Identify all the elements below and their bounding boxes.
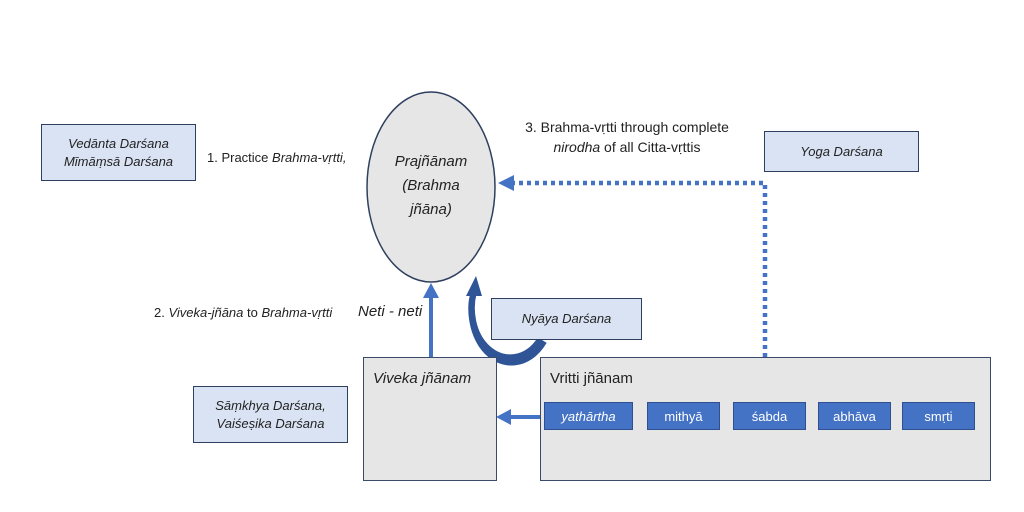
path2-middle: to (243, 305, 262, 320)
vritti-item-label: yathārtha (561, 408, 616, 424)
vritti-item-label: abhāva (833, 408, 876, 424)
vritti-item-mithya: mithyā (647, 402, 720, 430)
nyaya-box: Nyāya Darśana (491, 298, 642, 340)
path2-label: 2. Viveka-jñāna to Brahma-vṛtti (154, 305, 332, 320)
path3-line1: 3. Brahma-vṛtti through complete (525, 119, 729, 135)
path1-italic: Brahma-vṛtti, (272, 150, 347, 165)
vritti-item-sabda: śabda (733, 402, 806, 430)
yoga-label: Yoga Darśana (800, 143, 883, 159)
viveka-jnanam-title: Viveka jñānam (373, 370, 472, 387)
vritti-item-label: mithyā (664, 408, 703, 424)
vritti-item-label: smṛti (924, 408, 953, 424)
path1-prefix: 1. Practice (207, 150, 273, 165)
vaiseshika-label: Vaiśeṣika Darśana (216, 415, 325, 431)
vedanta-label: Vedānta Darśana (68, 135, 169, 151)
path3-rest: of all Citta-vṛttis (600, 139, 701, 155)
vritti-item-yathartha: yathārtha (544, 402, 633, 430)
prajnanam-line2: (Brahma (402, 177, 460, 194)
vedanta-mimamsa-box: Vedānta Darśana Mīmāṃsā Darśana (41, 124, 196, 181)
vritti-jnanam-title: Vritti jñānam (550, 370, 633, 387)
path3-dotted-arrow (512, 180, 768, 357)
vritti-item-abhava: abhāva (818, 402, 891, 430)
prajnanam-line3: jñāna) (410, 201, 452, 218)
vritti-item-label: śabda (751, 408, 788, 424)
prajnanam-label: Prajñānam (Brahma jñāna) (367, 150, 495, 222)
path2-italic1: Viveka-jñāna (168, 305, 244, 320)
vritti-item-smrti: smṛti (902, 402, 975, 430)
vritti-to-viveka-arrowhead-icon (496, 409, 511, 425)
neti-neti-label: Neti - neti (358, 303, 423, 320)
mimamsa-label: Mīmāṃsā Darśana (63, 153, 174, 169)
nyaya-curved-arrowhead-icon (466, 276, 482, 296)
path1-label: 1. Practice Brahma-vṛtti, (207, 150, 346, 165)
path3-line2: nirodha of all Citta-vṛttis (512, 137, 742, 157)
path3-italic: nirodha (553, 139, 601, 155)
samkhya-vaiseshika-box: Sāṃkhya Darśana, Vaiśeṣika Darśana (193, 386, 348, 443)
path3-label: 3. Brahma-vṛtti through complete nirodha… (512, 117, 742, 157)
samkhya-label: Sāṃkhya Darśana, (215, 397, 326, 413)
path2-italic2: Brahma-vṛtti (261, 305, 333, 320)
path3-arrowhead-icon (498, 175, 514, 191)
prajnanam-line1: Prajñānam (394, 153, 468, 170)
yoga-box: Yoga Darśana (764, 131, 919, 172)
path2-arrowhead-icon (423, 283, 439, 298)
prajnanam-node (366, 91, 496, 283)
nyaya-label: Nyāya Darśana (521, 311, 612, 326)
viveka-jnanam-box: Viveka jñānam (363, 357, 497, 481)
path2-prefix: 2. (154, 305, 169, 320)
